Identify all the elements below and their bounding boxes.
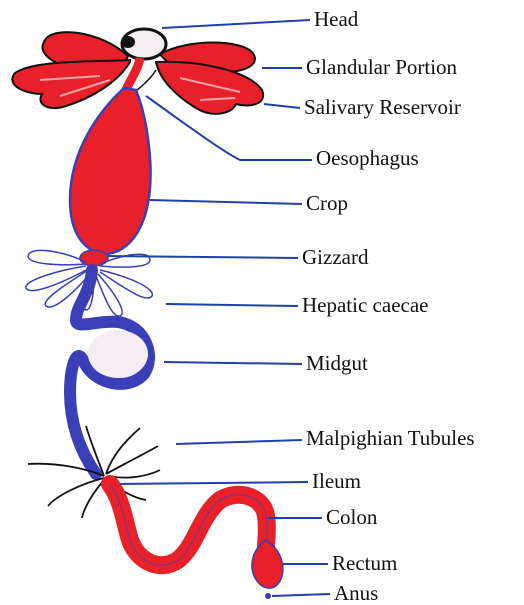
leader-malpighian bbox=[176, 440, 302, 444]
tubule-5 bbox=[106, 446, 158, 474]
caeca-1 bbox=[28, 250, 86, 264]
label-midgut: Midgut bbox=[306, 353, 368, 374]
tubule-6 bbox=[108, 470, 160, 478]
label-glandular-portion: Glandular Portion bbox=[306, 57, 457, 78]
head-eye bbox=[121, 36, 135, 48]
caeca-5 bbox=[100, 270, 152, 298]
leader-salivary-reservoir bbox=[264, 104, 300, 108]
leader-head bbox=[162, 20, 310, 28]
anus-point bbox=[265, 593, 271, 599]
label-malpighian-tubules: Malpighian Tubules bbox=[306, 428, 475, 449]
crop-shape bbox=[70, 88, 151, 254]
leader-ileum bbox=[120, 482, 308, 484]
right-gland-lower bbox=[156, 62, 263, 114]
label-ileum: Ileum bbox=[312, 471, 361, 492]
leader-midgut bbox=[164, 362, 302, 364]
leader-crop bbox=[150, 200, 302, 204]
label-head: Head bbox=[314, 9, 358, 30]
label-oesophagus: Oesophagus bbox=[316, 148, 419, 169]
label-crop: Crop bbox=[306, 193, 348, 214]
label-salivary-reservoir: Salivary Reservoir bbox=[304, 97, 461, 118]
malpighian-tubules-shape bbox=[28, 426, 160, 518]
head-shape bbox=[121, 29, 166, 59]
leader-gizzard bbox=[108, 256, 298, 258]
tubule-4 bbox=[106, 428, 140, 474]
leader-anus bbox=[272, 594, 330, 596]
midgut-loop-center bbox=[88, 330, 148, 378]
label-anus: Anus bbox=[334, 583, 378, 604]
caeca-6 bbox=[96, 274, 122, 316]
caeca-2 bbox=[26, 266, 86, 291]
label-rectum: Rectum bbox=[332, 553, 397, 574]
tubule-8 bbox=[82, 480, 104, 518]
label-hepatic-caecae: Hepatic caecae bbox=[302, 295, 428, 316]
leader-hepatic bbox=[166, 304, 298, 306]
rectum-shape bbox=[252, 540, 283, 588]
label-colon: Colon bbox=[326, 507, 377, 528]
label-gizzard: Gizzard bbox=[302, 247, 368, 268]
